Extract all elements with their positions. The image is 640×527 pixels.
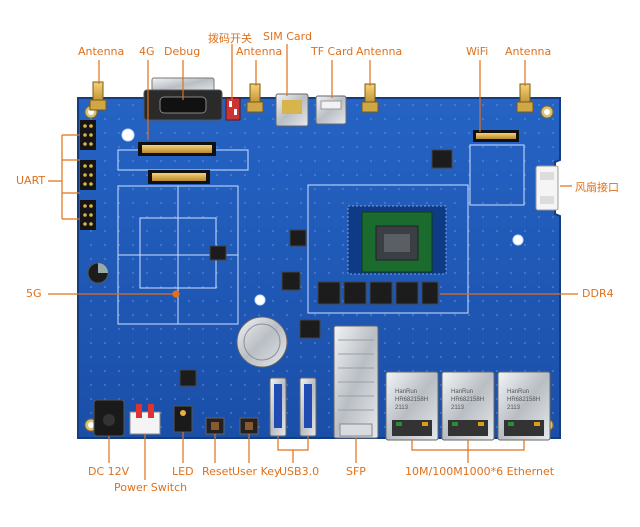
antenna-connector-1 — [89, 81, 107, 111]
led-indicator — [173, 405, 193, 433]
label-power-switch: Power Switch — [114, 481, 188, 494]
rj45-model-1: HR682158H — [395, 397, 428, 403]
user-key-part — [239, 417, 259, 435]
callout-lines — [48, 44, 578, 480]
wifi-slot — [469, 130, 525, 206]
label-tf-card: TF Card — [311, 45, 354, 58]
uart-headers — [80, 120, 96, 230]
tf-card-slot — [315, 95, 347, 125]
label-wifi: WiFi — [466, 45, 489, 58]
fan-connector — [535, 165, 559, 211]
label-dip-switch: 拨码开关 — [208, 32, 252, 45]
usb3-ports — [269, 377, 317, 437]
label-antenna-4: Antenna — [505, 45, 552, 58]
rj45-model-2: HR682158H — [451, 397, 484, 403]
ddr4-chips — [317, 281, 439, 305]
label-led: LED — [172, 465, 194, 478]
small-ics — [179, 149, 453, 387]
electrolytic-capacitor — [87, 262, 109, 284]
label-sfp: SFP — [346, 465, 366, 478]
label-5g: 5G — [26, 287, 42, 300]
soc-chip — [347, 205, 447, 275]
label-4g: 4G — [139, 45, 155, 58]
label-uart: UART — [16, 174, 46, 187]
label-user-key: User Key — [232, 465, 281, 478]
ethernet-jack-1 — [385, 371, 439, 441]
rj45-brand-2: HanRun — [451, 389, 473, 395]
sim-card-slot — [275, 93, 309, 127]
label-reset: Reset — [202, 465, 233, 478]
coin-battery — [236, 316, 288, 368]
rj45-code-2: 2113 — [451, 405, 465, 411]
antenna-connector-2 — [246, 83, 264, 113]
label-antenna-1: Antenna — [78, 45, 125, 58]
power-switch — [129, 404, 161, 435]
label-sim-card: SIM Card — [263, 30, 312, 43]
rj45-code-3: 2113 — [507, 405, 521, 411]
sfp-cage — [333, 325, 379, 439]
rj45-model-3: HR682158H — [507, 397, 540, 403]
reset-button-part — [205, 417, 225, 435]
label-antenna-2: Antenna — [236, 45, 283, 58]
core-board-outline — [307, 184, 469, 314]
ethernet-jack-3 — [497, 371, 551, 441]
ethernet-jack-2 — [441, 371, 495, 441]
rj45-code-1: 2113 — [395, 405, 409, 411]
label-usb3: USB3.0 — [279, 465, 320, 478]
rj45-brand-1: HanRun — [395, 389, 417, 395]
label-dc-12v: DC 12V — [88, 465, 130, 478]
label-debug: Debug — [164, 45, 201, 58]
4g-slot — [138, 142, 216, 184]
label-ethernet: 10M/100M1000*6 Ethernet — [405, 465, 555, 478]
label-ddr4: DDR4 — [582, 287, 614, 300]
label-antenna-3: Antenna — [356, 45, 403, 58]
dc-power-jack — [93, 399, 125, 437]
dip-switch — [225, 97, 241, 121]
label-fan: 风扇接口 — [575, 181, 619, 194]
rj45-brand-3: HanRun — [507, 389, 529, 395]
